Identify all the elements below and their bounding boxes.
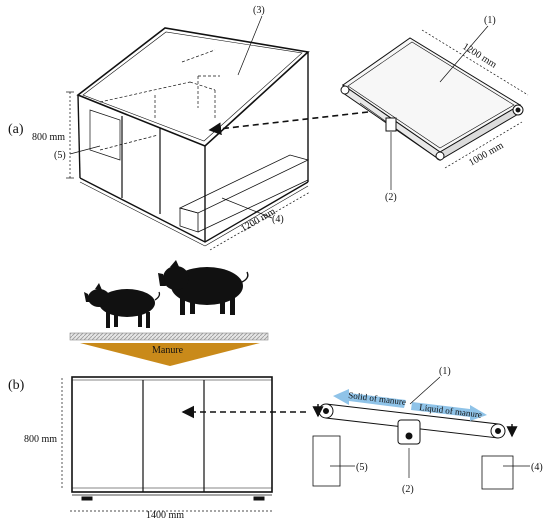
- pit-box-isometric: [76, 27, 310, 247]
- leader-1-a: [439, 25, 489, 83]
- callout-1-a: (1): [484, 15, 496, 26]
- flow-arrow-solid: [333, 389, 406, 408]
- panel-label-b: (b): [8, 378, 25, 393]
- insert-arrow-a: [208, 111, 369, 136]
- belt-separator-a: [340, 37, 524, 161]
- callout-4-b: (4): [531, 462, 543, 473]
- leader-5-a: [69, 145, 101, 155]
- leader-1-b: [409, 376, 441, 405]
- dim-label-a-belt-width: 1000 mm: [467, 140, 506, 169]
- pig-large-icon: [158, 260, 249, 315]
- belt-separator-b: [312, 403, 518, 478]
- slatted-floor: [69, 332, 269, 341]
- callout-1-b: (1): [439, 366, 451, 377]
- dim-label-b-length: 1400 mm: [146, 510, 184, 520]
- callout-4-a: (4): [272, 214, 284, 225]
- dim-line-a-height: [66, 91, 74, 179]
- solid-container: [312, 435, 341, 487]
- dim-label-a-belt-length: 1200 mm: [460, 41, 498, 71]
- flow-arrow-liquid: [411, 402, 487, 421]
- callout-2-b: (2): [402, 484, 414, 495]
- manure-label: Manure: [152, 345, 184, 356]
- dim-line-a-belt-width: [444, 121, 523, 169]
- leader-4-a: [221, 197, 273, 219]
- panel-label-a: (a): [8, 122, 24, 137]
- callout-5-a: (5): [54, 150, 66, 161]
- dim-line-a-box-length: [209, 191, 311, 251]
- manure-arrow: [80, 343, 260, 366]
- dim-label-b-height: 800 mm: [24, 434, 57, 445]
- leader-3: [237, 15, 263, 76]
- pig-small-icon: [84, 283, 161, 328]
- callout-3: (3): [253, 5, 265, 16]
- dim-line-a-belt-length: [421, 29, 529, 96]
- dim-label-a-height: 800 mm: [32, 132, 65, 143]
- callout-5-b: (5): [356, 462, 368, 473]
- pit-box-front: [71, 376, 273, 501]
- liquid-container: [481, 455, 514, 490]
- callout-2-a: (2): [385, 192, 397, 203]
